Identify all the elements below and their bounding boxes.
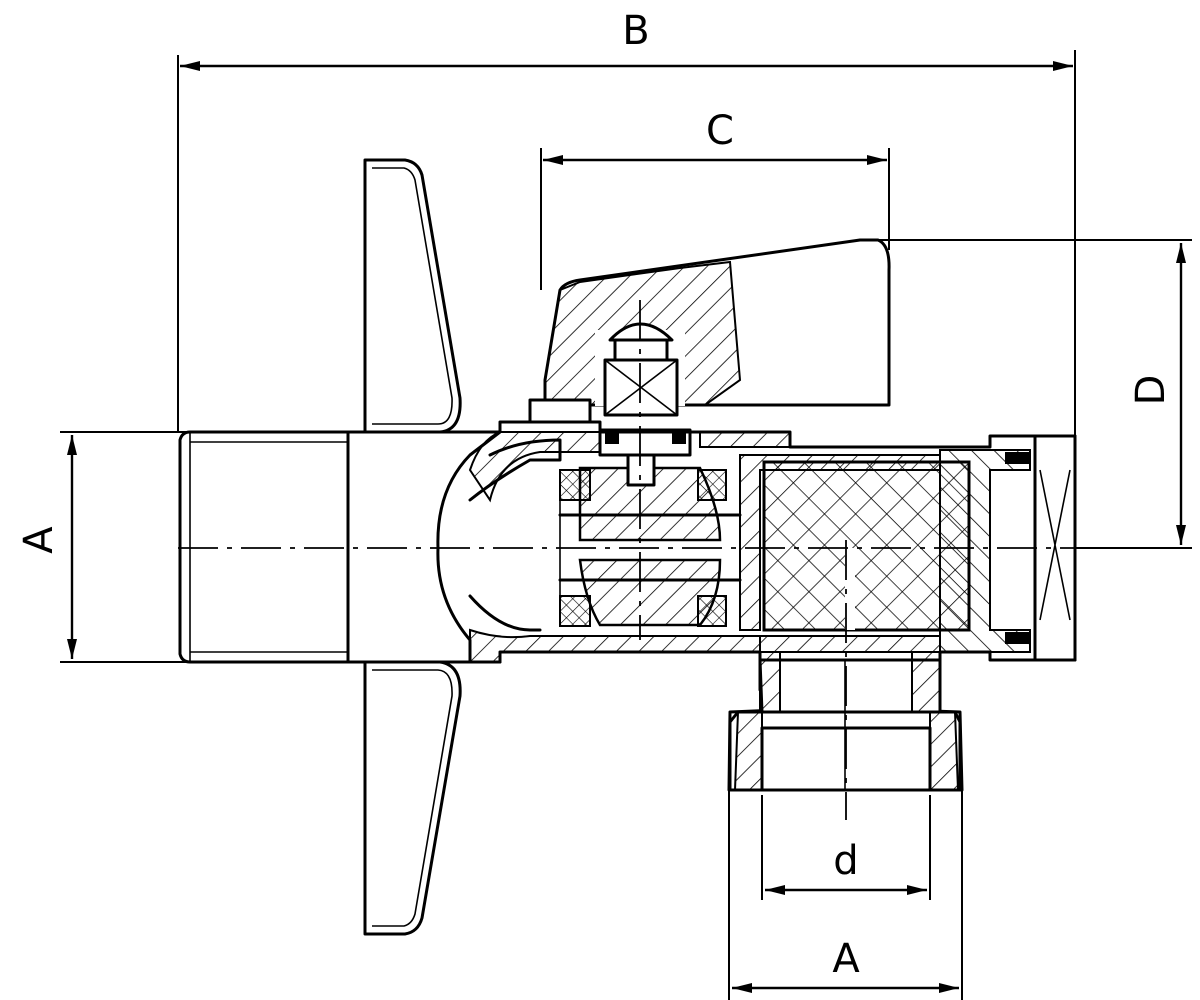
seat-ring-top-right	[697, 469, 727, 501]
centre-lines	[178, 300, 1090, 820]
filter-cartridge	[762, 460, 971, 632]
inlet-thread	[178, 430, 502, 664]
label-B: B	[622, 8, 649, 54]
outlet-thread	[728, 651, 962, 792]
label-A-bottom: A	[832, 936, 860, 982]
wing-handle-top	[363, 158, 462, 434]
dimension-labels: B C D A d A	[16, 8, 1174, 982]
seat-ring-top-left	[559, 469, 591, 501]
wing-handle	[363, 158, 462, 936]
label-D: D	[1128, 375, 1174, 406]
wing-handle-bottom	[363, 660, 462, 936]
lever-handle	[528, 238, 891, 487]
label-C: C	[706, 108, 734, 154]
label-A-left: A	[16, 526, 62, 554]
seat-ring-bottom-right	[697, 595, 727, 627]
label-d: d	[833, 838, 858, 884]
dimension-lines	[67, 61, 1186, 993]
screw-head	[608, 322, 674, 342]
seat-rings	[559, 469, 727, 627]
seat-ring-bottom-left	[559, 595, 591, 627]
